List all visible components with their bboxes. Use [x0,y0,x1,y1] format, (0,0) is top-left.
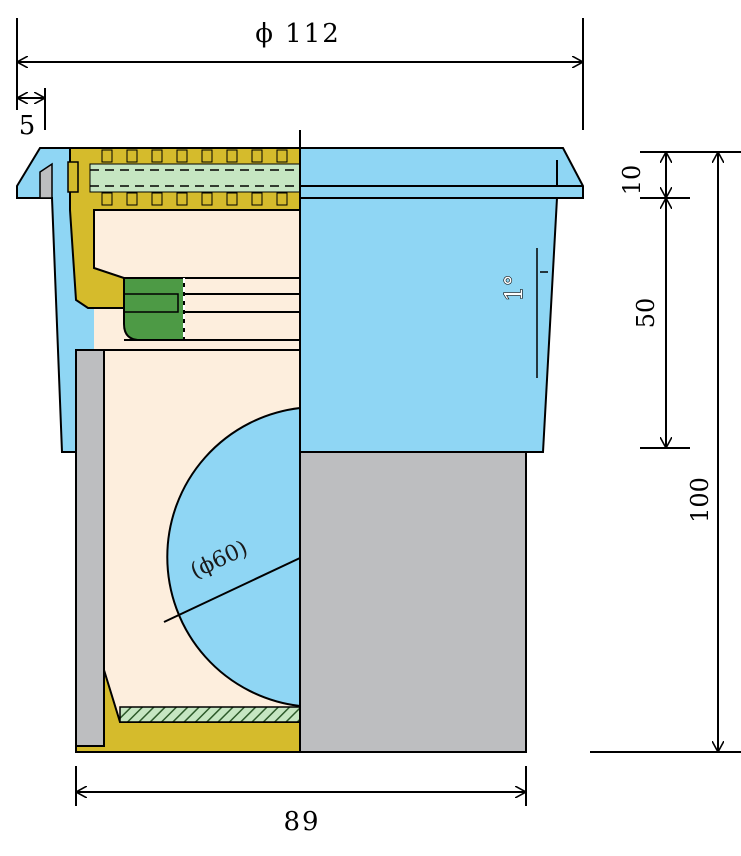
body-wall-gray [75,349,105,747]
cylinder-circle [166,406,301,708]
flange-sliver [39,162,53,199]
thread-strip [89,163,301,193]
base-hatch [119,706,301,723]
dim-top-width: ϕ 112 [255,19,341,49]
angle-label: 1° [500,274,528,301]
dim-total-height: 100 [686,477,714,523]
body-exterior-gray [299,451,527,753]
dimensions [17,18,741,806]
dim-rim: 5 [19,111,38,141]
section-half: (ϕ60) [16,147,301,753]
seal-box [123,293,179,313]
dim-flange-height: 10 [618,165,646,196]
gasket-notch [67,161,79,193]
thread-teeth [101,149,288,206]
cap-exterior-blue [299,147,584,453]
exterior-half: 1° [299,147,584,753]
cylinder-diameter-line [163,557,301,623]
dim-bottom-width: 89 [283,807,320,837]
dim-inner-height: 50 [632,298,660,329]
green-seal [123,277,185,341]
